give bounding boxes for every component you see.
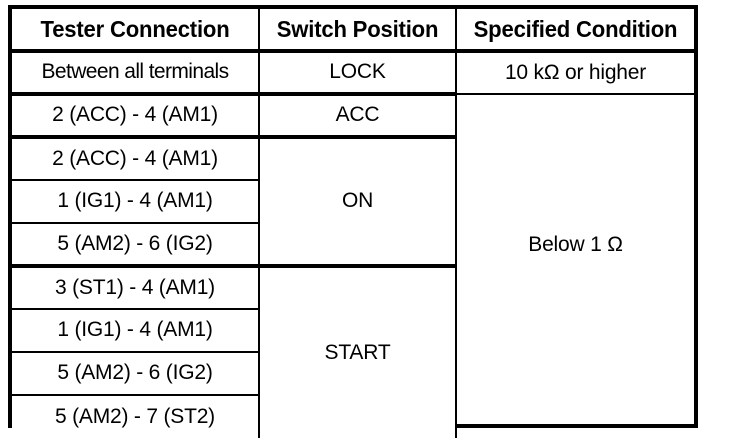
table-row: 5 (AM2) - 6 (IG2) <box>12 352 694 396</box>
cell-tester-connection: 5 (AM2) - 6 (IG2) <box>12 352 260 396</box>
column-header-tester-connection-label: Tester Connection <box>40 15 230 42</box>
cell-tester-connection: 5 (AM2) - 7 (ST2) <box>12 395 260 438</box>
cell-tester-connection-label: 5 (AM2) - 6 (IG2) <box>57 231 213 255</box>
cell-tester-connection-label: 5 (AM2) - 7 (ST2) <box>55 404 215 428</box>
cell-specified-condition-lock-label: 10 kΩ or higher <box>504 60 647 84</box>
cell-tester-connection-label: 5 (AM2) - 6 (IG2) <box>57 361 213 385</box>
spec-table: Tester Connection Switch Position Specif… <box>8 5 698 438</box>
cell-tester-connection-label: 3 (ST1) - 4 (AM1) <box>55 275 215 299</box>
table-row: 5 (AM2) - 6 (IG2) <box>12 223 694 268</box>
cell-tester-connection: 3 (ST1) - 4 (AM1) <box>12 266 260 310</box>
table-row: 1 (IG1) - 4 (AM1) <box>12 309 694 353</box>
table-row: Between all terminals LOCK 10 kΩ or high… <box>12 51 694 96</box>
cell-switch-position-acc: ACC <box>259 94 457 139</box>
column-header-switch-position-label: Switch Position <box>276 15 439 42</box>
table-row: 1 (IG1) - 4 (AM1) <box>12 180 694 224</box>
table-row: 2 (ACC) - 4 (AM1) ON <box>12 137 694 268</box>
cell-tester-connection: 1 (IG1) - 4 (AM1) <box>12 309 260 353</box>
cell-tester-connection: 2 (ACC) - 4 (AM1) <box>12 94 260 139</box>
cell-tester-connection: Between all terminals <box>12 51 260 96</box>
cell-switch-position-start: START <box>259 266 457 438</box>
cell-tester-connection: 5 (AM2) - 6 (IG2) <box>12 223 260 268</box>
column-header-tester-connection: Tester Connection <box>16 9 256 53</box>
table-header-row: Tester Connection Switch Position Specif… <box>12 9 694 53</box>
table-row: 3 (ST1) - 4 (AM1) START <box>12 266 694 438</box>
column-header-specified-condition-label: Specified Condition <box>473 15 678 42</box>
cell-tester-connection-label: 1 (IG1) - 4 (AM1) <box>57 189 213 213</box>
cell-tester-connection-label: Between all terminals <box>41 60 230 84</box>
column-header-switch-position: Switch Position <box>262 9 454 53</box>
cell-switch-position-start-label: START <box>324 340 391 364</box>
cell-switch-position-lock-label: LOCK <box>329 60 386 84</box>
spec-table-grid: Tester Connection Switch Position Specif… <box>12 9 694 438</box>
cell-switch-position-on-label: ON <box>341 189 374 213</box>
cell-switch-position-acc-label: ACC <box>335 103 380 127</box>
cell-specified-condition-closed: Below 1 Ω <box>456 94 694 395</box>
cell-tester-connection-label: 2 (ACC) - 4 (AM1) <box>52 103 218 127</box>
table-row: 2 (ACC) - 4 (AM1) ACC Below 1 Ω <box>12 94 694 395</box>
cell-tester-connection-label: 2 (ACC) - 4 (AM1) <box>52 146 218 170</box>
cell-tester-connection: 2 (ACC) - 4 (AM1) <box>12 137 260 181</box>
column-header-specified-condition: Specified Condition <box>460 9 690 53</box>
cell-tester-connection-label: 1 (IG1) - 4 (AM1) <box>57 318 213 342</box>
cell-specified-condition-lock: 10 kΩ or higher <box>456 51 694 95</box>
cell-switch-position-on: ON <box>259 137 457 268</box>
table-row: 5 (AM2) - 7 (ST2) <box>12 395 694 438</box>
cell-specified-condition-closed-label: Below 1 Ω <box>528 232 623 256</box>
cell-tester-connection: 1 (IG1) - 4 (AM1) <box>12 180 260 224</box>
cell-switch-position-lock: LOCK <box>259 51 457 96</box>
